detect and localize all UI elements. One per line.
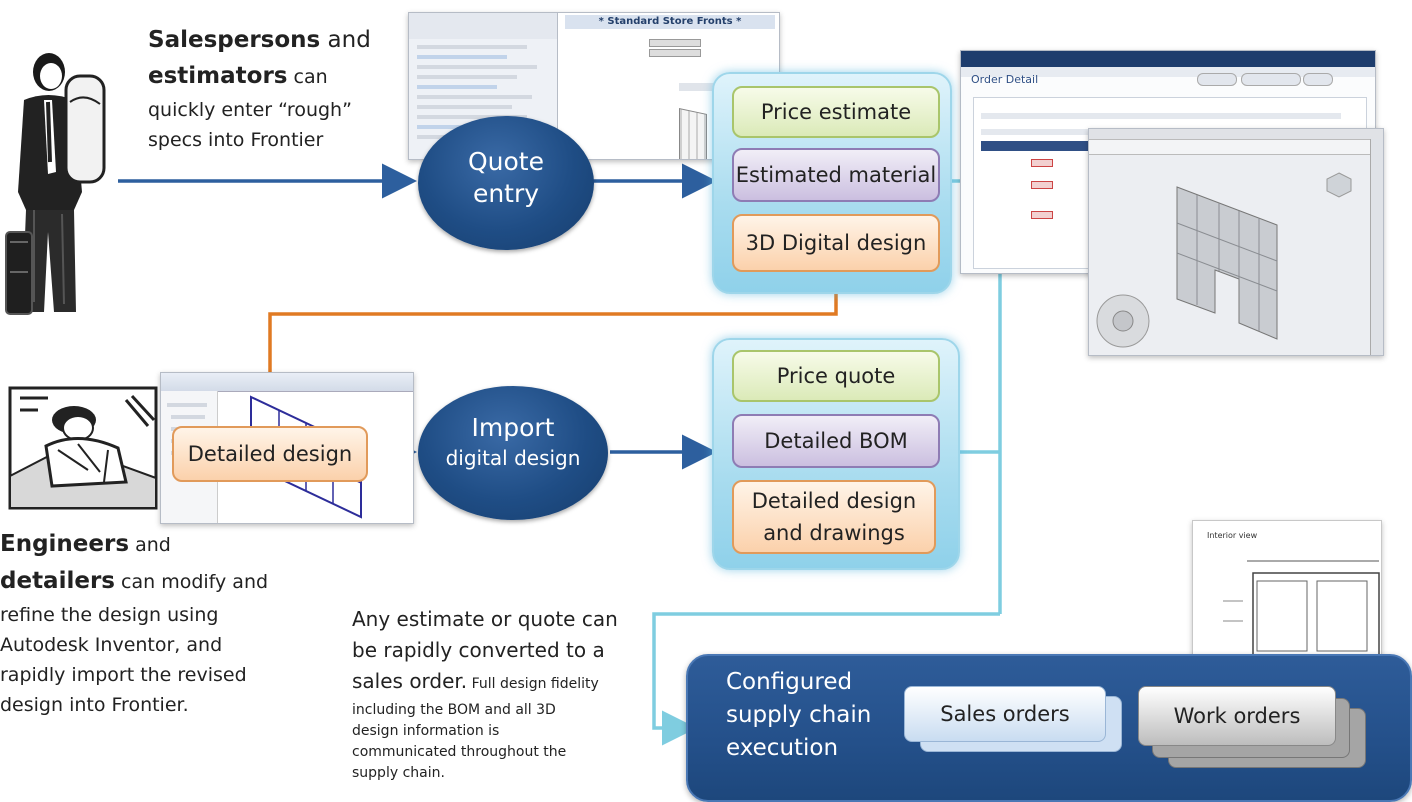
salespersons-text: Salespersons and estimators can quickly … xyxy=(148,27,371,151)
work-orders-card: Work orders xyxy=(1138,686,1336,746)
import-label-1: Import xyxy=(471,413,555,442)
quote-entry-label-1: Quote xyxy=(467,147,544,176)
store-fronts-title: * Standard Store Fronts * xyxy=(565,15,775,29)
drawing-screenshot: Interior view xyxy=(1192,520,1382,668)
conversion-note: Any estimate or quote can be rapidly con… xyxy=(352,607,618,781)
arrow-design-to-detailed xyxy=(268,280,838,428)
quote-entry-label-2: entry xyxy=(472,179,540,208)
detailed-design-box: Detailed design xyxy=(172,426,368,482)
detailed-drawings-box: Detailed design and drawings xyxy=(732,480,936,554)
sales-orders-card: Sales orders xyxy=(904,686,1106,742)
price-estimate-box: Price estimate xyxy=(732,86,940,138)
price-quote-box: Price quote xyxy=(732,350,940,402)
detailed-bom-box: Detailed BOM xyxy=(732,414,940,468)
engineer-icon xyxy=(8,386,158,510)
supply-chain-label: Configured supply chain execution xyxy=(726,669,872,761)
estimated-material-box: Estimated material xyxy=(732,148,940,202)
salesperson-icon xyxy=(5,53,106,315)
import-design-oval: Import digital design xyxy=(418,386,608,520)
digital-design-3d-box: 3D Digital design xyxy=(732,214,940,272)
order-detail-title: Order Detail xyxy=(971,73,1039,86)
viewer-3d-screenshot xyxy=(1088,128,1384,356)
quote-entry-oval: Quote entry xyxy=(418,116,594,250)
engineers-text: Engineers and detailers can modify and r… xyxy=(0,531,269,716)
drawing-title: Interior view xyxy=(1207,531,1258,540)
import-label-2: digital design xyxy=(445,446,581,470)
arrow-to-supply-chain xyxy=(652,612,1000,746)
